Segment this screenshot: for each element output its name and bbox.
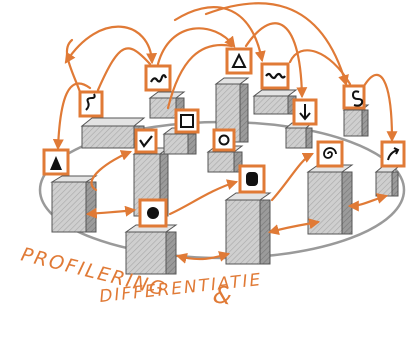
arrow-down-icon	[299, 104, 311, 121]
sign-square	[174, 108, 200, 134]
sign-squiggle	[78, 90, 104, 118]
check-icon	[139, 135, 153, 148]
spiral-icon	[323, 147, 337, 159]
square-icon	[180, 114, 194, 128]
connections	[52, 2, 398, 264]
scribble-icon	[150, 74, 168, 83]
pedestal-triangle	[50, 175, 98, 233]
squiggle-icon	[85, 93, 96, 111]
signs	[42, 47, 406, 228]
sign-spiral	[316, 140, 344, 168]
sign-curved-arrow	[380, 140, 406, 168]
circle-icon	[218, 134, 230, 146]
pedestals	[50, 77, 400, 275]
curved-arrow-icon	[387, 147, 400, 161]
pedestal-curved-arrow	[374, 166, 400, 197]
triangle-icon	[231, 52, 247, 68]
letter-s-icon	[351, 90, 364, 107]
pedestal-filled-circle	[124, 224, 178, 275]
sign-check	[134, 128, 158, 154]
rounded-square-icon	[246, 172, 258, 186]
triangle-icon	[50, 156, 62, 170]
pedestal-arrow-down	[284, 122, 314, 149]
sign-scribble	[144, 64, 172, 92]
pedestal-rounded-square	[224, 192, 272, 265]
pedestal-wave	[252, 89, 298, 115]
sign-circle	[212, 128, 236, 152]
wave-icon	[265, 72, 286, 80]
filled-circle-icon	[147, 207, 159, 219]
pedestal-s	[342, 104, 370, 137]
caption-ampersand: &	[211, 280, 235, 311]
sign-top-triangle	[225, 47, 253, 75]
